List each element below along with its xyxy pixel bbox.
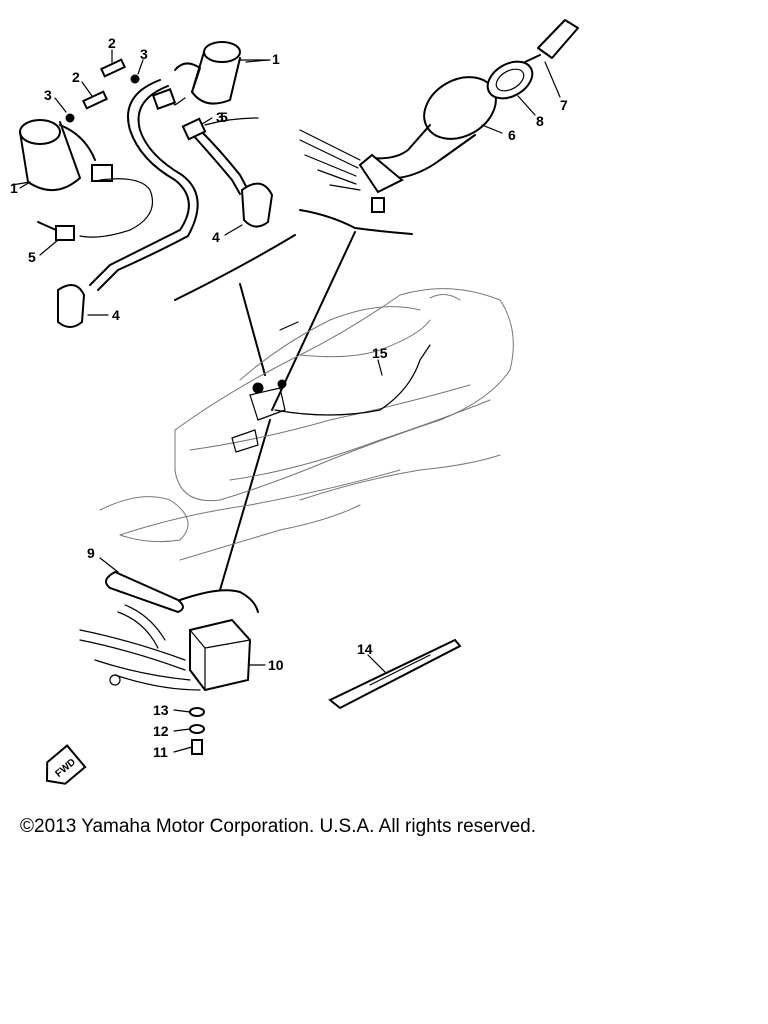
bracket-right-group	[299, 209, 413, 235]
callout-leaders	[19, 49, 561, 753]
spark-plug-cap-upper	[240, 182, 274, 228]
decal-strip	[328, 638, 462, 710]
callout-9: 9	[87, 545, 95, 561]
callout-2-lower: 2	[72, 69, 80, 85]
callout-8: 8	[536, 113, 544, 129]
ignition-coil-lower	[11, 119, 113, 191]
wire-sleeve	[105, 570, 184, 614]
callout-5-left: 5	[28, 249, 36, 265]
stop-switch-connector-upper	[181, 117, 207, 141]
cdi-unit	[79, 604, 252, 692]
high-tension-leads	[79, 79, 259, 291]
hardware-set	[189, 707, 205, 755]
callout-7: 7	[560, 97, 568, 113]
parts-exploded-diagram: 1 1 2 2 3 3 3 4 4 5 5 6 7 8 9 10 11 12 1…	[10, 19, 579, 785]
callout-12: 12	[153, 723, 169, 739]
callout-1-lower: 1	[10, 180, 18, 196]
callout-10: 10	[268, 657, 284, 673]
front-direction-marker: FWD	[45, 744, 87, 785]
coil-bolts	[65, 58, 140, 123]
callout-4-upper: 4	[212, 229, 220, 245]
headlight-assembly	[299, 19, 579, 213]
callout-3-left: 3	[44, 87, 52, 103]
callout-5-upper: 5	[220, 109, 228, 125]
ignition-coil-upper	[151, 41, 271, 110]
callout-3-upper: 3	[140, 46, 148, 62]
callout-13: 13	[153, 702, 169, 718]
callout-4-lower: 4	[112, 307, 120, 323]
callout-2-upper: 2	[108, 35, 116, 51]
leader-lines	[219, 231, 356, 591]
copyright-notice: ©2013 Yamaha Motor Corporation. U.S.A. A…	[20, 816, 536, 837]
callout-14: 14	[357, 641, 373, 657]
callout-11: 11	[153, 744, 168, 760]
callout-1-upper: 1	[272, 51, 280, 67]
callout-6: 6	[508, 127, 516, 143]
stop-switch-connector-left	[37, 221, 75, 241]
bracket-lower-group	[179, 589, 259, 613]
snowmobile-body	[99, 288, 514, 561]
bracket-left-group	[174, 234, 296, 301]
callout-15: 15	[372, 345, 388, 361]
spark-plug-cap-lower	[57, 284, 86, 328]
callout-3-right: 3	[216, 109, 224, 125]
